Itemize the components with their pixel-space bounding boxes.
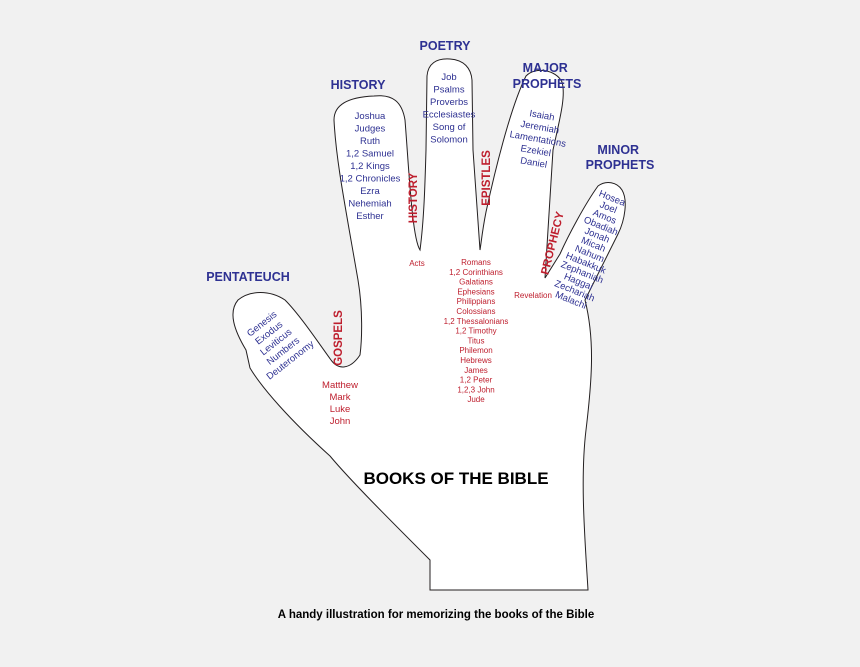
book-mark: Mark (329, 392, 350, 403)
header-minor-prophets: MINOR PROPHETS (586, 143, 655, 172)
book-1-2-thessalonians: 1,2 Thessalonians (444, 317, 509, 326)
book-luke: Luke (330, 404, 351, 415)
label-gospels: GOSPELS (333, 310, 345, 366)
book-1-2-samuel: 1,2 Samuel (346, 149, 394, 160)
book-revelation: Revelation (514, 291, 552, 300)
label-epistles: EPISTLES (481, 150, 493, 206)
book-hebrews: Hebrews (460, 356, 492, 365)
book-1-2-timothy: 1,2 Timothy (455, 327, 496, 336)
book-titus: Titus (467, 336, 484, 345)
book-ecclesiastes: Ecclesiastes (423, 110, 476, 121)
header-pentateuch: PENTATEUCH (206, 270, 290, 284)
page-title: BOOKS OF THE BIBLE (363, 469, 548, 488)
book-ephesians: Ephesians (457, 287, 494, 296)
book-acts: Acts (409, 259, 425, 268)
book-esther: Esther (356, 211, 383, 222)
book-ruth: Ruth (360, 136, 380, 147)
book-psalms: Psalms (433, 85, 464, 96)
book-galatians: Galatians (459, 278, 493, 287)
book-john: John (330, 416, 351, 427)
book-1-2-3-john: 1,2,3 John (457, 385, 494, 394)
book-daniel: Daniel (519, 155, 547, 171)
revelation-book-list: Revelation (514, 291, 552, 300)
book-solomon: Solomon (430, 135, 468, 146)
book-nehemiah: Nehemiah (348, 199, 391, 210)
caption: A handy illustration for memorizing the … (278, 609, 594, 621)
book-1-2-kings: 1,2 Kings (350, 161, 390, 172)
book-ezra: Ezra (360, 186, 380, 197)
book-james: James (464, 366, 488, 375)
book-isaiah: Isaiah (528, 108, 555, 123)
book-song-of: Song of (433, 122, 466, 133)
book-philemon: Philemon (459, 346, 492, 355)
header-poetry: POETRY (420, 39, 472, 53)
book-judges: Judges (355, 124, 386, 135)
book-colossians: Colossians (456, 307, 495, 316)
label-history-acts: HISTORY (408, 172, 420, 223)
book-proverbs: Proverbs (430, 97, 468, 108)
book-romans: Romans (461, 258, 491, 267)
book-1-2-corinthians: 1,2 Corinthians (449, 268, 503, 277)
book-jude: Jude (467, 395, 485, 404)
book-1-2-peter: 1,2 Peter (460, 376, 493, 385)
book-job: Job (441, 72, 456, 83)
hand-outline (232, 58, 626, 591)
book-joshua: Joshua (355, 111, 386, 122)
header-major-prophets: MAJOR PROPHETS (513, 61, 582, 91)
book-philippians: Philippians (457, 297, 496, 306)
book-1-2-chronicles: 1,2 Chronicles (340, 174, 401, 185)
book-matthew: Matthew (322, 380, 358, 391)
acts-book-list: Acts (409, 259, 425, 268)
header-history: HISTORY (331, 78, 387, 92)
minor-prophets-book-list: HoseaJoelAmosObadiahJonahMicahNahumHabak… (553, 188, 628, 311)
book-ezekiel: Ezekiel (520, 143, 552, 159)
